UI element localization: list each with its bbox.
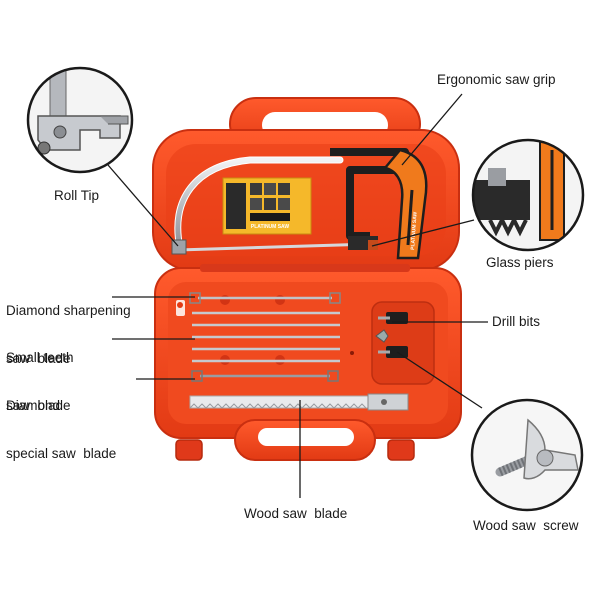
diamond-special-line1: Diamond — [6, 398, 61, 413]
glass-piers-detail — [471, 138, 585, 252]
small-teeth-label: Small teeth saw blade — [6, 318, 74, 430]
product-card-text: PLATINUM SAW — [251, 224, 290, 230]
diamond-sharpening-line2: saw blade — [6, 351, 71, 366]
diamond-sharpening-blade — [189, 292, 341, 304]
ergonomic-grip-label: Ergonomic saw grip — [437, 72, 556, 87]
blade-set — [176, 292, 341, 382]
glass-piers-label: Glass piers — [486, 255, 554, 270]
roll-tip-label: Roll Tip — [54, 188, 100, 203]
wood-saw-blade-label: Wood saw blade — [244, 506, 348, 521]
drill-bits-label: Drill bits — [492, 314, 541, 329]
diamond-sharpening-line1: Diamond sharpening — [6, 303, 131, 318]
product-card: PLATINUM SAW — [222, 177, 312, 235]
wood-saw-screw-label: Wood saw screw — [473, 518, 579, 533]
leader-lines — [107, 93, 488, 498]
diamond-sharpening-label: Diamond sharpening saw blade — [6, 271, 131, 383]
diamond-special-blade — [191, 370, 339, 382]
wood-saw-screw-detail — [470, 398, 584, 512]
small-teeth-line1: Small teeth — [6, 350, 74, 365]
wood-saw-blade — [189, 393, 409, 411]
diamond-special-label: Diamond special saw blade — [6, 366, 116, 478]
roll-tip-detail — [26, 66, 134, 174]
hacksaw: PLATINUM SAW — [171, 148, 428, 260]
diamond-special-line2: special saw blade — [6, 446, 117, 461]
handle-brand-text: PLATINUM SAW — [410, 211, 419, 250]
small-teeth-line2: saw blade — [6, 398, 71, 413]
small-teeth-blades — [192, 311, 340, 363]
